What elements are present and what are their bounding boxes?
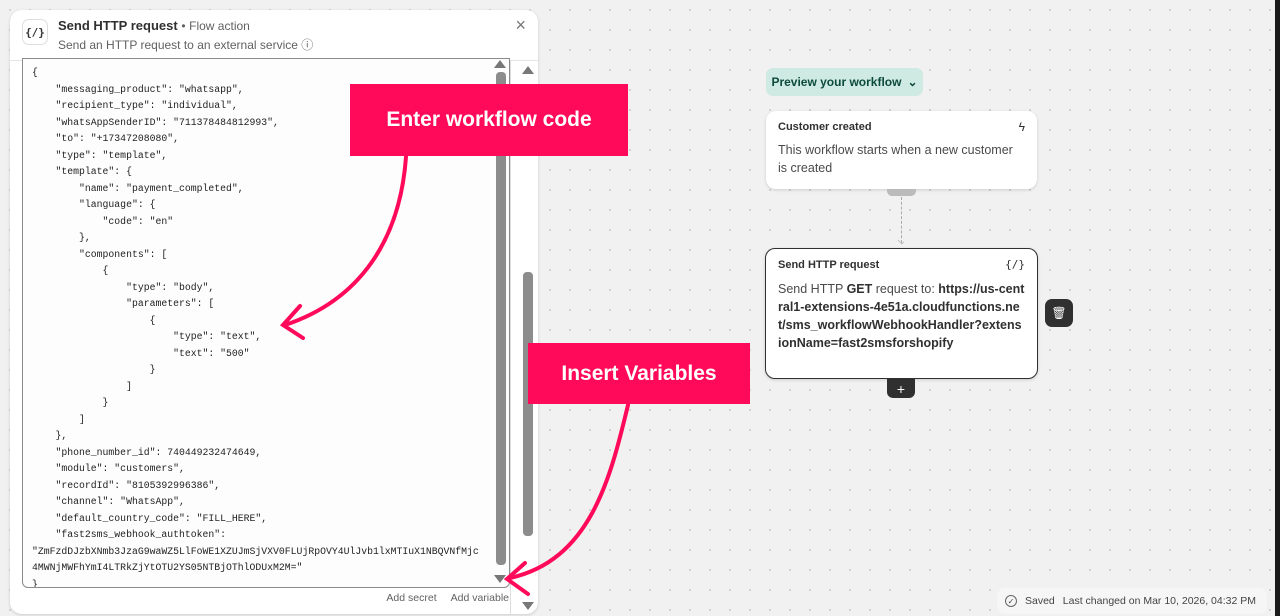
- trigger-card[interactable]: Customer created ϟ This workflow starts …: [766, 111, 1037, 189]
- trigger-title: Customer created: [778, 121, 872, 133]
- close-icon[interactable]: ×: [515, 15, 526, 35]
- trigger-description: This workflow starts when a new customer…: [778, 143, 1013, 175]
- description-text: Send an HTTP request to an external serv…: [58, 38, 298, 52]
- panel-description: Send an HTTP request to an external serv…: [58, 36, 313, 53]
- connector-line: [901, 197, 902, 243]
- code-braces-icon: {/}: [22, 19, 48, 45]
- scroll-up-arrow[interactable]: [494, 60, 506, 68]
- http-action-card[interactable]: Send HTTP request {/} Send HTTP GET requ…: [765, 248, 1038, 379]
- lightning-icon: ϟ: [1018, 120, 1025, 134]
- action-description: Send HTTP GET request to: https://us-cen…: [778, 280, 1025, 352]
- delete-step-button[interactable]: 🗑: [1045, 299, 1073, 327]
- trash-icon: 🗑: [1051, 306, 1067, 320]
- panel-subtitle: Flow action: [189, 19, 250, 33]
- plus-icon: +: [896, 380, 906, 397]
- action-middle: request to:: [872, 282, 939, 296]
- panel-scroll-up-arrow[interactable]: [522, 66, 534, 74]
- action-method: GET: [846, 282, 873, 296]
- info-icon[interactable]: ⓘ: [301, 38, 314, 52]
- code-scrollbar-thumb[interactable]: [496, 72, 506, 565]
- arrowhead-code: [279, 304, 305, 340]
- add-variable-link[interactable]: Add variable: [450, 592, 509, 604]
- panel-title: Send HTTP request • Flow action: [58, 18, 250, 33]
- arrowhead-variable: [503, 561, 530, 596]
- panel-scrollbar-thumb[interactable]: [523, 272, 533, 536]
- scroll-divider: [510, 60, 511, 614]
- action-url: https://us-central1-extensions-4e51a.clo…: [778, 282, 1025, 350]
- preview-label: Preview your workflow: [771, 75, 902, 89]
- chevron-down-icon: ⌄: [907, 75, 918, 89]
- saved-label: Saved: [1025, 595, 1055, 607]
- last-changed-text: Last changed on Mar 10, 2026, 04:32 PM: [1062, 595, 1256, 607]
- action-title: Send HTTP request: [778, 259, 880, 271]
- preview-workflow-button[interactable]: Preview your workflow ⌄: [766, 68, 923, 96]
- callout-enter-code: Enter workflow code: [350, 84, 628, 156]
- panel-scroll-down-arrow[interactable]: [522, 602, 534, 610]
- panel-title-text: Send HTTP request: [58, 18, 178, 33]
- scroll-down-arrow[interactable]: [494, 575, 506, 583]
- save-status: ✓ Saved Last changed on Mar 10, 2026, 04…: [997, 588, 1267, 614]
- code-actions: Add secret Add variable: [372, 592, 509, 604]
- add-step-button[interactable]: +: [887, 379, 915, 398]
- code-text[interactable]: { "messaging_product": "whatsapp", "reci…: [32, 67, 479, 588]
- separator: •: [181, 19, 186, 33]
- arrow-to-variable: [508, 403, 630, 580]
- check-circle-icon: ✓: [1005, 595, 1017, 607]
- add-secret-link[interactable]: Add secret: [386, 592, 437, 604]
- callout-insert-variables: Insert Variables: [528, 343, 750, 404]
- action-prefix: Send HTTP: [778, 282, 847, 296]
- arrow-to-code: [283, 155, 408, 327]
- trigger-connector-tab: [887, 189, 916, 196]
- code-braces-icon: {/}: [1005, 258, 1025, 271]
- window-edge: [1275, 0, 1280, 616]
